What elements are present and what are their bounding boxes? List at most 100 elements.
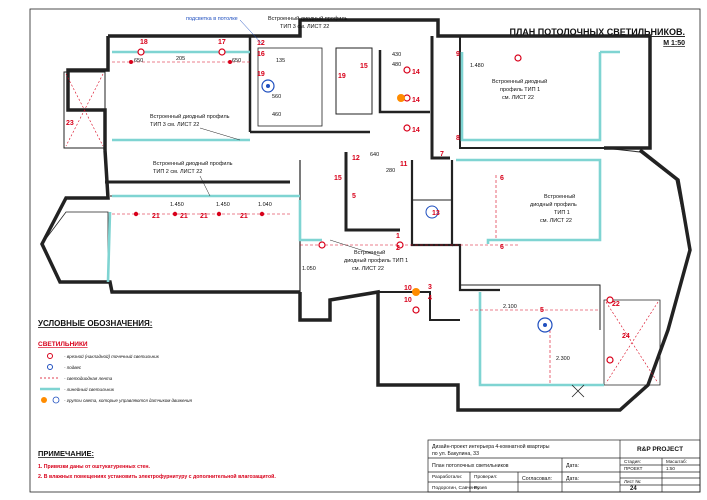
stamp-checked: Рузев xyxy=(474,485,487,491)
partition-bedroom xyxy=(430,36,450,160)
mark: 6 xyxy=(500,244,504,251)
spot-light-icon xyxy=(133,211,139,217)
pendant-light-icon xyxy=(266,84,270,88)
mark: 6 xyxy=(500,175,504,182)
spot-light-icon xyxy=(228,60,232,64)
dimension-label: 1.480 xyxy=(470,63,484,69)
dimension-label: 2.100 xyxy=(503,304,517,310)
notes-heading: ПРИМЕЧАНИЕ: xyxy=(38,449,94,458)
bay-right xyxy=(603,147,691,331)
outer-wall-right xyxy=(298,148,692,412)
callout-profile-t1-mid: Встроенный xyxy=(544,193,575,200)
mark: 12 xyxy=(352,155,360,162)
callout-profile-t1-center: диодный профиль ТИП 1 xyxy=(344,257,408,264)
spot-light-icon xyxy=(216,211,222,217)
stamp-developers: Подорогин, Савченко xyxy=(432,485,480,491)
dimension-label: 430 xyxy=(392,52,401,58)
mark: 10 xyxy=(404,297,412,304)
callout-profile-t1-top: профиль ТИП 1 xyxy=(500,87,540,93)
legend-item: - группы света, которые управляются датч… xyxy=(64,398,192,403)
spot-light-icon xyxy=(318,241,326,249)
legend-group: СВЕТИЛЬНИКИ xyxy=(38,341,88,348)
leader-line xyxy=(199,175,211,197)
leader-line xyxy=(239,19,263,45)
dimensions: 650 205 650 135 430 480 560 1.480 460 64… xyxy=(134,52,570,362)
dimension-label: 1.450 xyxy=(216,202,230,208)
dimension-label: 650 xyxy=(134,58,143,64)
mark: 21 xyxy=(180,213,188,220)
callout-profile-t3-left: ТИП 3 см. ЛИСТ 22 xyxy=(150,122,199,128)
stamp-sheet-title: План потолочных светильников xyxy=(432,463,509,469)
led-profile-left-bay xyxy=(106,211,112,283)
legend-item: - светодиодная лента xyxy=(64,376,113,381)
mark: 5 xyxy=(540,307,544,314)
stamp-scale: 1:50 xyxy=(666,466,675,471)
partition-room-low xyxy=(460,284,601,330)
spot-light-icon xyxy=(259,211,265,217)
stamp-project: Дизайн-проект интерьера 4-комнатной квар… xyxy=(432,443,550,450)
wardrobe-box xyxy=(335,47,373,115)
bath-room-box xyxy=(257,47,323,127)
dimension-label: 480 xyxy=(392,62,401,68)
stamp-checked-label: Проверил: xyxy=(474,474,497,480)
dimension-label: 560 xyxy=(272,94,281,100)
dimension-label: 2.300 xyxy=(556,356,570,362)
callout-profile-t3-left: Встроенный диодный профиль xyxy=(150,113,230,120)
callouts: подсветка в потолке Встроенный диодный п… xyxy=(150,15,577,272)
mark: 11 xyxy=(400,161,408,168)
mark: 12 xyxy=(257,40,265,47)
callout-profile-t1-top: см. ЛИСТ 22 xyxy=(502,95,534,101)
stamp-agreed-label: Согласовал: xyxy=(522,476,552,482)
spot-light-icon xyxy=(218,48,226,56)
spot-light-icon xyxy=(47,353,53,359)
title-block-frame xyxy=(427,439,701,493)
mark: 14 xyxy=(412,127,420,134)
pendant-light-icon xyxy=(543,323,547,327)
mark: 18 xyxy=(140,39,148,46)
mark: 8 xyxy=(456,135,460,142)
pendant-light-icon xyxy=(47,364,53,370)
mark: 1 xyxy=(396,233,400,240)
spot-light-icon xyxy=(403,66,411,74)
partition-wc xyxy=(344,152,400,232)
mark: 15 xyxy=(360,63,368,70)
bay-left-cross xyxy=(65,73,104,147)
mark: 10 xyxy=(404,285,412,292)
stamp-sheet-no-label: Лист №: xyxy=(624,479,641,484)
motion-group-icon xyxy=(52,396,60,404)
mark: 21 xyxy=(240,213,248,220)
vent-cross xyxy=(571,384,585,398)
dimension-label: 650 xyxy=(232,58,241,64)
callout-profile-t2: Встроенный диодный профиль xyxy=(153,160,233,167)
partition-shaft xyxy=(410,160,454,247)
sheet-frame xyxy=(29,8,701,493)
dimension-label: 135 xyxy=(276,58,285,64)
mark: 13 xyxy=(432,210,440,217)
stamp-stage: ПРОЕКТ xyxy=(624,466,643,471)
mark: 19 xyxy=(338,73,346,80)
outer-wall-left-top xyxy=(66,36,110,150)
mark: 9 xyxy=(456,51,460,58)
callout-profile-t1-mid: диодный профиль xyxy=(530,201,577,208)
spot-light-icon xyxy=(606,296,614,304)
plan-title-line1: ПЛАН ПОТОЛОЧНЫХ СВЕТИЛЬНИКОВ. xyxy=(510,27,685,37)
partition-bath-2 xyxy=(378,291,460,321)
mark: 4 xyxy=(428,295,432,302)
light-fixtures xyxy=(65,48,659,398)
fixture-marks: 18 17 12 16 19 15 14 14 14 19 23 9 8 12 … xyxy=(66,39,630,340)
motion-group-icon xyxy=(41,397,47,403)
callout-profile-t1-mid: см. ЛИСТ 22 xyxy=(540,218,572,224)
mark: 3 xyxy=(428,284,432,291)
floor-plan xyxy=(40,18,692,412)
led-profile-type1-low xyxy=(478,292,604,387)
callout-profile-t1-mid: ТИП 1 xyxy=(554,210,570,216)
bay-right-cross xyxy=(605,301,659,384)
stamp-project: по ул. Бакулина, 33 xyxy=(432,451,479,457)
callout-profile-t3-top: ТИП 3 см. ЛИСТ 22 xyxy=(280,24,329,30)
bay-left xyxy=(63,71,106,149)
stamp-company: R&P PROJECT xyxy=(637,446,683,453)
spot-light-icon xyxy=(129,60,133,64)
mark: 17 xyxy=(218,39,226,46)
legend-item: - подвес xyxy=(64,365,82,370)
